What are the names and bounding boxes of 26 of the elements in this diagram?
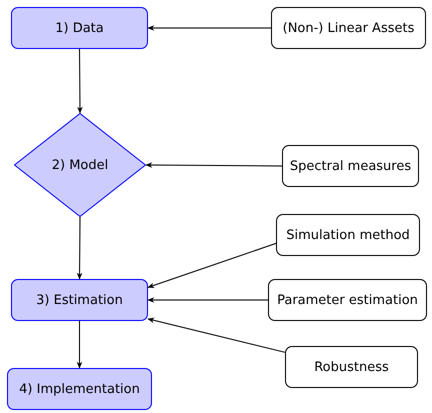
process-box: [11, 7, 148, 49]
input-box: [282, 145, 419, 187]
node-label: 1) Data: [55, 20, 104, 36]
node-label: 2) Model: [52, 158, 108, 172]
process-box: [11, 279, 148, 321]
node-label: 4) Implementation: [19, 382, 140, 396]
arrow: [147, 318, 286, 353]
arrow: [76, 320, 82, 369]
input-box: [285, 346, 418, 388]
input-box: [268, 279, 427, 321]
arrow: [147, 242, 276, 288]
arrow: [76, 216, 82, 280]
node-label: Simulation method: [286, 228, 410, 242]
input-box: [271, 7, 426, 49]
node-label: Spectral measures: [290, 158, 412, 174]
input-box: [276, 214, 420, 256]
node-label: Parameter estimation: [277, 292, 418, 308]
arrow: [77, 48, 83, 114]
process-box: [7, 368, 152, 410]
arrow: [147, 297, 268, 303]
node-label: 3) Estimation: [36, 292, 123, 308]
decision-diamond: [14, 113, 146, 217]
node-label: (Non-) Linear Assets: [282, 20, 414, 36]
node-label: Robustness: [314, 360, 389, 374]
arrow: [145, 162, 282, 168]
arrow: [147, 25, 272, 31]
